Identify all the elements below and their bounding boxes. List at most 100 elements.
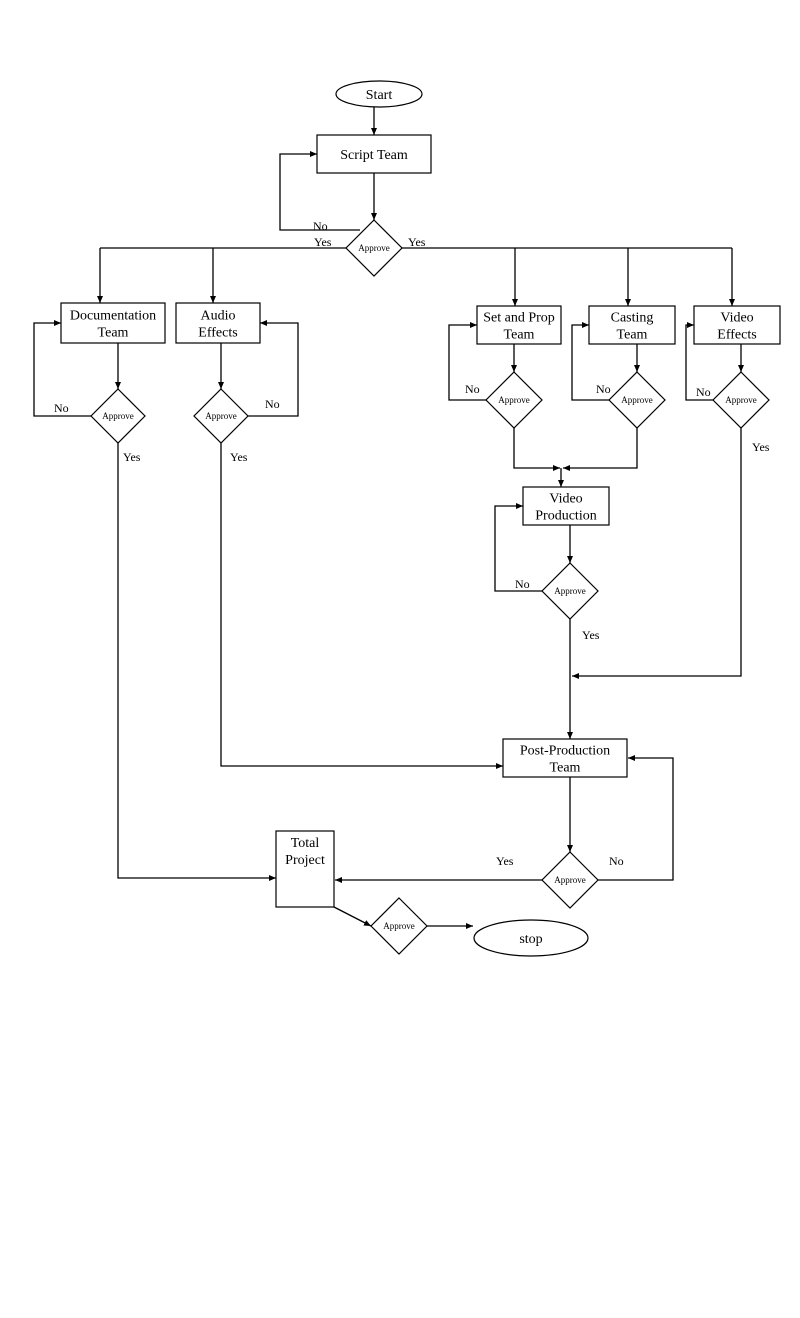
label-video-effects-yes: Yes — [752, 440, 770, 454]
node-label: Approve — [498, 395, 530, 405]
decision-shape — [541, 562, 599, 620]
edge-post-production-no-loop — [598, 755, 674, 881]
node-script-team: Script Team — [316, 134, 432, 174]
label-audio-no: No — [265, 397, 280, 411]
decision-shape — [485, 371, 543, 429]
label-set-prop-no: No — [465, 382, 480, 396]
label-script-yes-left: Yes — [314, 235, 332, 249]
label-video-production-no: No — [515, 577, 530, 591]
node-stop: stop — [473, 919, 589, 957]
terminal-shape — [335, 80, 423, 108]
node-label: Approve — [102, 411, 134, 421]
node-approve-casting: Approve — [608, 371, 666, 429]
node-label: Video — [549, 492, 582, 507]
node-label: Team — [504, 328, 535, 343]
label-documentation-yes: Yes — [123, 450, 141, 464]
node-approve-video-effects: Approve — [712, 371, 770, 429]
edge-total-project-to-approve — [333, 906, 372, 927]
edge-video-effects-yes-to-post — [572, 428, 742, 679]
edge-video-effects-no-loop — [685, 322, 713, 401]
terminal-shape — [473, 919, 589, 957]
node-label: Approve — [725, 395, 757, 405]
decision-shape — [345, 219, 403, 277]
label-post-production-no: No — [609, 854, 624, 868]
node-approve-post-production: Approve — [541, 851, 599, 909]
node-label: Audio — [201, 309, 236, 324]
process-shape — [60, 302, 166, 344]
process-shape — [588, 305, 676, 345]
label-video-effects-no: No — [696, 385, 711, 399]
edge-set-prop-no-loop — [448, 322, 486, 401]
node-label: Approve — [554, 586, 586, 596]
edge-documentation-no-loop — [33, 320, 91, 417]
node-label: Approve — [205, 411, 237, 421]
node-approve-documentation: Approve — [90, 388, 146, 444]
node-label: Casting — [611, 311, 654, 326]
process-shape — [175, 302, 261, 344]
edge-script-no-loop — [279, 151, 360, 231]
label-casting-no: No — [596, 382, 611, 396]
edge-set-prop-to-merge — [513, 428, 560, 471]
decision-shape — [370, 897, 428, 955]
node-label: Team — [617, 328, 648, 343]
process-shape — [522, 486, 610, 526]
label-video-production-yes: Yes — [582, 628, 600, 642]
node-approve-total: Approve — [370, 897, 428, 955]
label-post-production-yes: Yes — [496, 854, 514, 868]
node-label: Effects — [198, 326, 237, 341]
label-audio-yes: Yes — [230, 450, 248, 464]
node-label: Total — [291, 836, 320, 851]
edge-casting-to-merge — [563, 428, 638, 471]
node-label: Approve — [358, 243, 390, 253]
node-start: Start — [335, 80, 423, 108]
node-label: Video — [720, 311, 753, 326]
node-label: Documentation — [70, 309, 156, 324]
edge-documentation-yes-to-total-project — [117, 443, 276, 881]
decision-shape — [541, 851, 599, 909]
decision-shape — [608, 371, 666, 429]
node-label: Project — [285, 853, 325, 868]
decision-shape — [712, 371, 770, 429]
node-label: Approve — [554, 875, 586, 885]
edge-casting-no-loop — [571, 322, 609, 401]
node-approve-set-prop: Approve — [485, 371, 543, 429]
node-label: Team — [98, 326, 129, 341]
label-script-yes-right: Yes — [408, 235, 426, 249]
edges-layer — [33, 107, 744, 929]
process-shape — [316, 134, 432, 174]
label-documentation-no: No — [54, 401, 69, 415]
edge-audio-no-loop — [248, 320, 299, 417]
label-script-no: No — [313, 219, 328, 233]
node-label: Effects — [717, 328, 756, 343]
node-approve-audio: Approve — [193, 388, 249, 444]
process-shape — [502, 738, 628, 778]
edge-audio-yes-to-post-production — [220, 443, 503, 769]
node-label: Start — [366, 88, 393, 103]
node-label: Team — [550, 761, 581, 776]
decision-shape — [90, 388, 146, 444]
node-label: Script Team — [340, 148, 408, 163]
node-label: Production — [535, 509, 596, 524]
node-label: Post-Production — [520, 744, 610, 759]
node-approve-video-production: Approve — [541, 562, 599, 620]
decision-shape — [193, 388, 249, 444]
node-label: Approve — [621, 395, 653, 405]
process-shape — [476, 305, 562, 345]
edge-video-production-no-loop — [494, 503, 542, 592]
node-label: stop — [519, 932, 542, 947]
process-shape — [275, 830, 335, 908]
node-label: Set and Prop — [483, 311, 555, 326]
node-label: Approve — [383, 921, 415, 931]
process-shape — [693, 305, 781, 345]
